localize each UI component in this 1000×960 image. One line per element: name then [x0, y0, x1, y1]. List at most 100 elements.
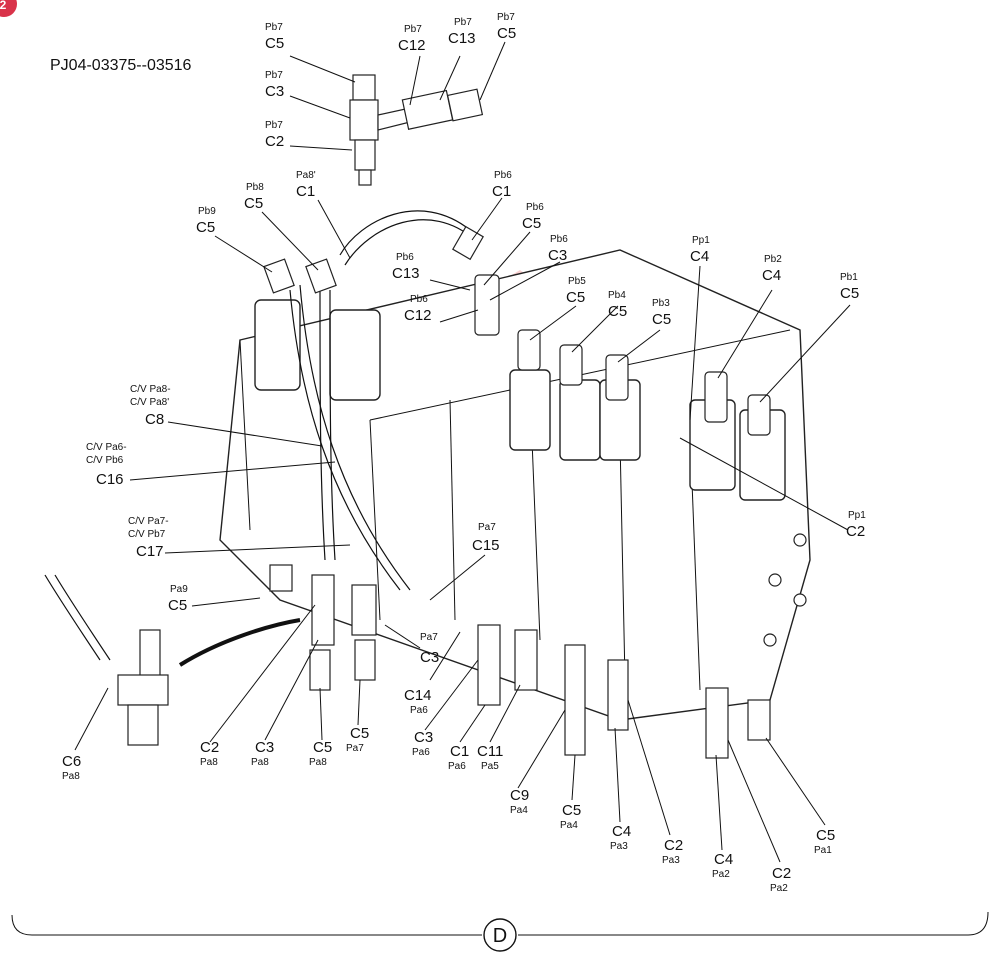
- callout-text: C5: [566, 289, 585, 306]
- corner-badge-text: 2: [0, 0, 7, 12]
- callout-text: C2: [265, 133, 284, 150]
- callout-text: Pa3: [610, 841, 628, 852]
- part-number: PJ04-03375--03516: [50, 57, 192, 74]
- callout-text: Pb5: [568, 276, 586, 287]
- callout-text: Pa7: [478, 522, 496, 533]
- callout-text: Pa7: [346, 743, 364, 754]
- callout-text: C1: [450, 743, 469, 760]
- callout-text: C5: [562, 802, 581, 819]
- callout-text: Pb1: [840, 272, 858, 283]
- callout-text: Pa4: [510, 805, 528, 816]
- callout-text: C11: [477, 743, 503, 760]
- corner-badge: 2: [0, 0, 17, 17]
- callout-text: C5: [350, 725, 369, 742]
- callout-text: Pb7: [497, 12, 515, 23]
- callout-text: Pb2: [764, 254, 782, 265]
- callout-text: C17: [136, 543, 164, 560]
- callout-text: Pb8: [246, 182, 264, 193]
- callout-text: C5: [265, 35, 284, 52]
- callout-text: C5: [196, 219, 215, 236]
- callout-text: C1: [492, 183, 511, 200]
- callout-text: C14: [404, 687, 432, 704]
- callout-text: C2: [772, 865, 791, 882]
- callout-text: Pb6: [396, 252, 414, 263]
- callout-text: C8: [145, 411, 164, 428]
- callout-text: Pa8': [296, 170, 316, 181]
- callout-text: Pa4: [560, 820, 578, 831]
- callout-text: Pb7: [265, 120, 283, 131]
- callout-pa8p-c1: Pa8' C1: [296, 170, 316, 200]
- callout-cv-c8: C/V Pa8- C/V Pa8' C8: [130, 384, 171, 428]
- callout-text: C5: [168, 597, 187, 614]
- callout-text: C/V Pb6: [86, 455, 124, 466]
- hose-lines: [44, 210, 476, 667]
- callout-text: C5: [244, 195, 263, 212]
- callout-text: C/V Pa8-: [130, 384, 171, 395]
- callout-text: Pa8: [309, 757, 327, 768]
- callout-text: Pa8: [200, 757, 218, 768]
- callout-text: C4: [714, 851, 733, 868]
- callout-text: C/V Pa7-: [128, 516, 169, 527]
- callout-text: Pb7: [404, 24, 422, 35]
- callout-text: Pb6: [410, 294, 428, 305]
- callout-text: C3: [548, 247, 567, 264]
- callout-text: Pb7: [454, 17, 472, 28]
- callout-text: Pb4: [608, 290, 626, 301]
- callout-text: C6: [62, 753, 81, 770]
- callout-text: Pp1: [848, 510, 866, 521]
- callout-text: C3: [265, 83, 284, 100]
- callout-text: C16: [96, 471, 124, 488]
- callout-text: C/V Pa6-: [86, 442, 127, 453]
- port-fittings: [117, 225, 771, 759]
- callout-text: Pb6: [550, 234, 568, 245]
- callout-text: Pb9: [198, 206, 216, 217]
- top-fitting-assembly: [349, 74, 484, 186]
- callout-text: Pa2: [770, 883, 788, 894]
- section-bracket: D: [11, 911, 989, 952]
- callout-text: C2: [664, 837, 683, 854]
- callout-text: C5: [313, 739, 332, 756]
- leader-lines: [74, 41, 851, 863]
- section-marker-circle: [483, 918, 517, 952]
- callout-text: C4: [612, 823, 631, 840]
- callout-text: C15: [472, 537, 500, 554]
- callout-text: Pa6: [448, 761, 466, 772]
- callout-text: C/V Pa8': [130, 397, 169, 408]
- callout-text: Pb6: [494, 170, 512, 181]
- callout-text: Pa6: [412, 747, 430, 758]
- callout-text: C1: [296, 183, 315, 200]
- callout-text: C2: [200, 739, 219, 756]
